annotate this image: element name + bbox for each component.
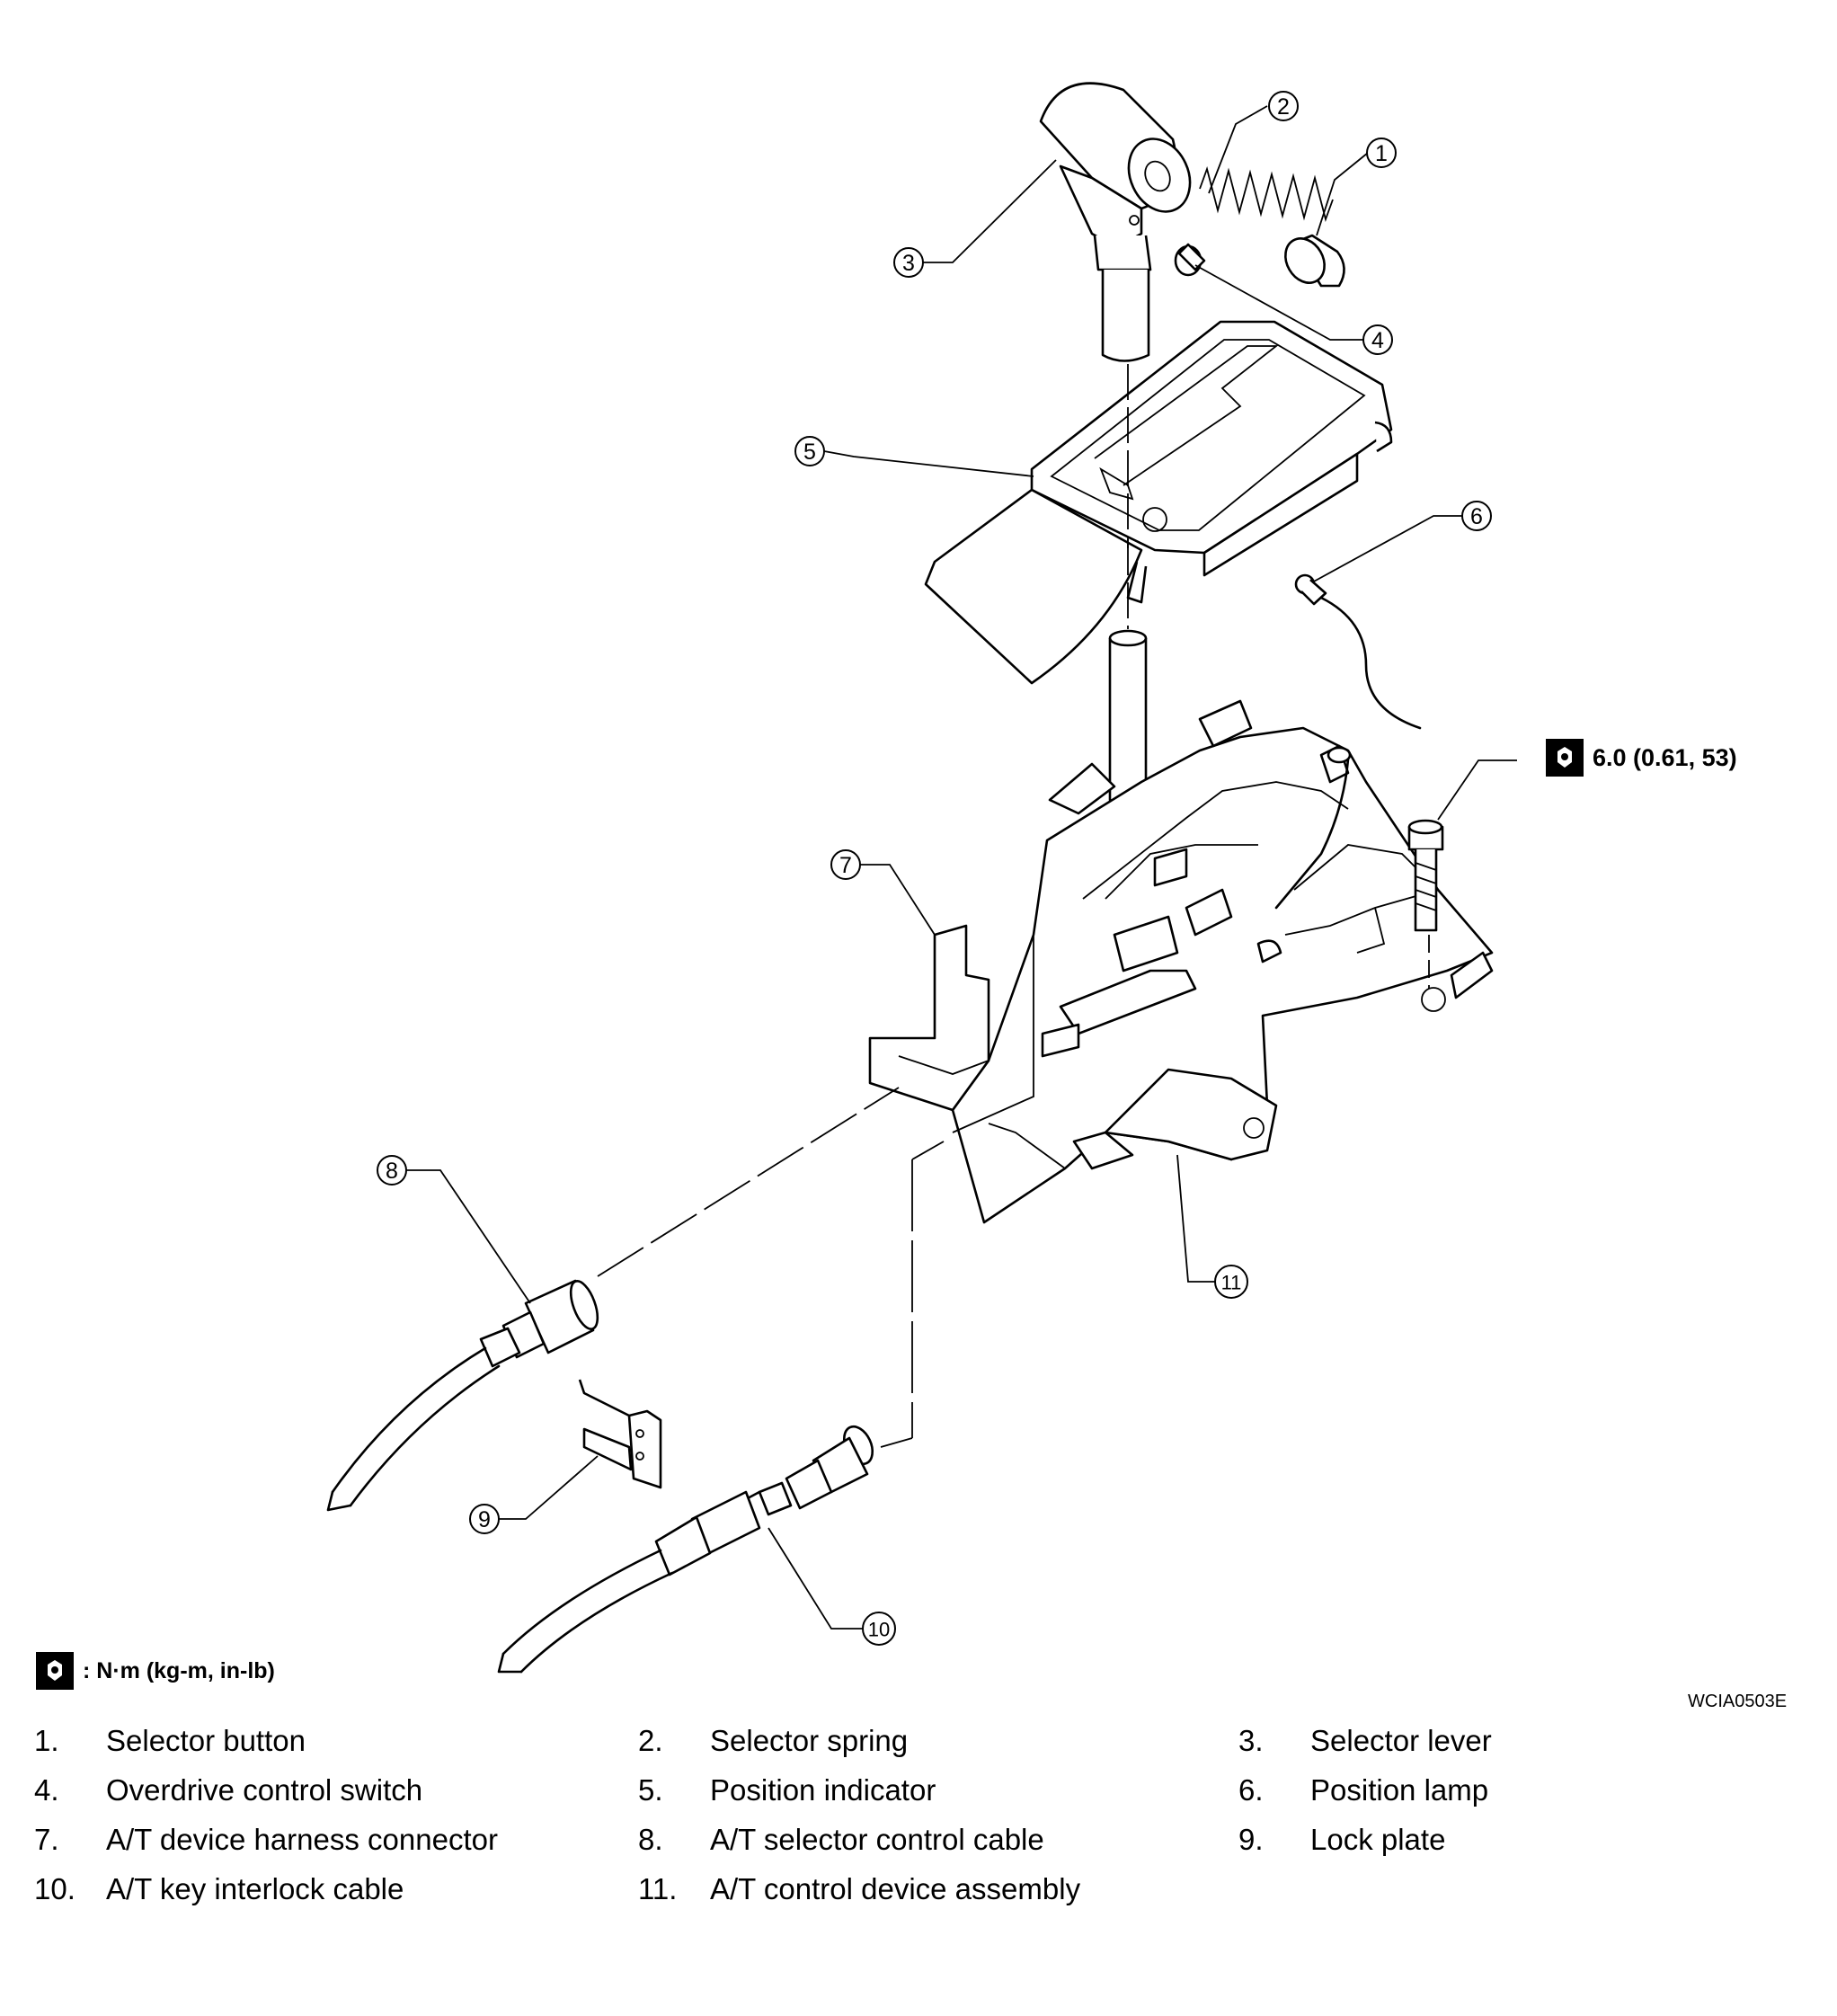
torque-value: 6.0 (0.61, 53) (1593, 743, 1737, 771)
legend-label: Selector lever (1310, 1724, 1492, 1757)
legend-number: 2. (638, 1724, 663, 1757)
shift-shaft (1108, 629, 1148, 806)
legend-number: 11. (638, 1872, 678, 1905)
selector-button (1284, 234, 1345, 288)
legend-number: 8. (638, 1823, 663, 1856)
callout-9: 9 (469, 1504, 500, 1534)
overdrive-control-switch (1174, 243, 1206, 277)
position-indicator (924, 320, 1393, 685)
callout-11: 11 (1214, 1265, 1248, 1299)
legend-label: A/T key interlock cable (106, 1872, 404, 1905)
key-interlock-cable (497, 1425, 874, 1674)
callout-7-label: 7 (839, 853, 852, 878)
legend-number: 1. (34, 1724, 59, 1757)
mounting-bolt (1407, 819, 1444, 932)
legend-label: A/T selector control cable (710, 1823, 1044, 1856)
callouts: 1 2 3 4 5 6 7 8 (377, 91, 1492, 1646)
callout-10-label: 10 (868, 1619, 890, 1641)
selector-spring (1199, 165, 1334, 223)
callout-6-label: 6 (1470, 504, 1483, 529)
callout-5-label: 5 (803, 440, 816, 465)
legend-label: Overdrive control switch (106, 1773, 423, 1807)
selector-control-cable (326, 1279, 599, 1512)
callout-1-label: 1 (1375, 141, 1388, 166)
legend-number: 3. (1238, 1724, 1264, 1757)
torque-spec: 6.0 (0.61, 53) (1546, 739, 1737, 777)
callout-1: 1 (1366, 138, 1397, 168)
selector-lever (1039, 82, 1192, 362)
legend-number: 4. (34, 1773, 59, 1807)
torque-wrench-icon (36, 1652, 74, 1690)
callout-10: 10 (862, 1612, 896, 1646)
legend-number: 10. (34, 1872, 75, 1905)
unit-note: : N·m (kg-m, in-lb) (36, 1652, 275, 1690)
legend-label: Lock plate (1310, 1823, 1446, 1856)
legend-number: 5. (638, 1773, 663, 1807)
unit-note-text: : N·m (kg-m, in-lb) (83, 1657, 275, 1683)
callout-2: 2 (1268, 91, 1299, 121)
callout-11-label: 11 (1221, 1272, 1242, 1294)
legend-label: Selector button (106, 1724, 306, 1757)
callout-5: 5 (794, 436, 825, 466)
callout-7: 7 (830, 849, 861, 880)
callout-8: 8 (377, 1155, 407, 1186)
legend-label: A/T control device assembly (710, 1872, 1081, 1905)
callout-leaders (406, 105, 1517, 1630)
alignment-lines (597, 364, 1430, 1448)
lock-plate (578, 1379, 662, 1489)
legend-label: Selector spring (710, 1724, 909, 1757)
callout-8-label: 8 (386, 1159, 398, 1184)
legend-label: Position indicator (710, 1773, 936, 1807)
legend-label: A/T device harness connector (106, 1823, 498, 1856)
figure-code: WCIA0503E (1688, 1692, 1788, 1711)
callout-4: 4 (1362, 324, 1393, 355)
torque-wrench-icon (1546, 739, 1584, 777)
legend-number: 9. (1238, 1823, 1264, 1856)
legend-number: 7. (34, 1823, 59, 1856)
callout-4-label: 4 (1371, 328, 1384, 353)
callout-9-label: 9 (478, 1507, 491, 1532)
harness-connector (1274, 758, 1350, 910)
legend-number: 6. (1238, 1773, 1264, 1807)
legend-label: Position lamp (1310, 1773, 1489, 1807)
callout-3-label: 3 (902, 251, 915, 276)
at-control-device-assembly (868, 699, 1494, 1224)
position-lamp (1294, 573, 1422, 730)
callout-2-label: 2 (1277, 94, 1290, 120)
callout-3: 3 (893, 247, 924, 278)
callout-6: 6 (1461, 501, 1492, 531)
